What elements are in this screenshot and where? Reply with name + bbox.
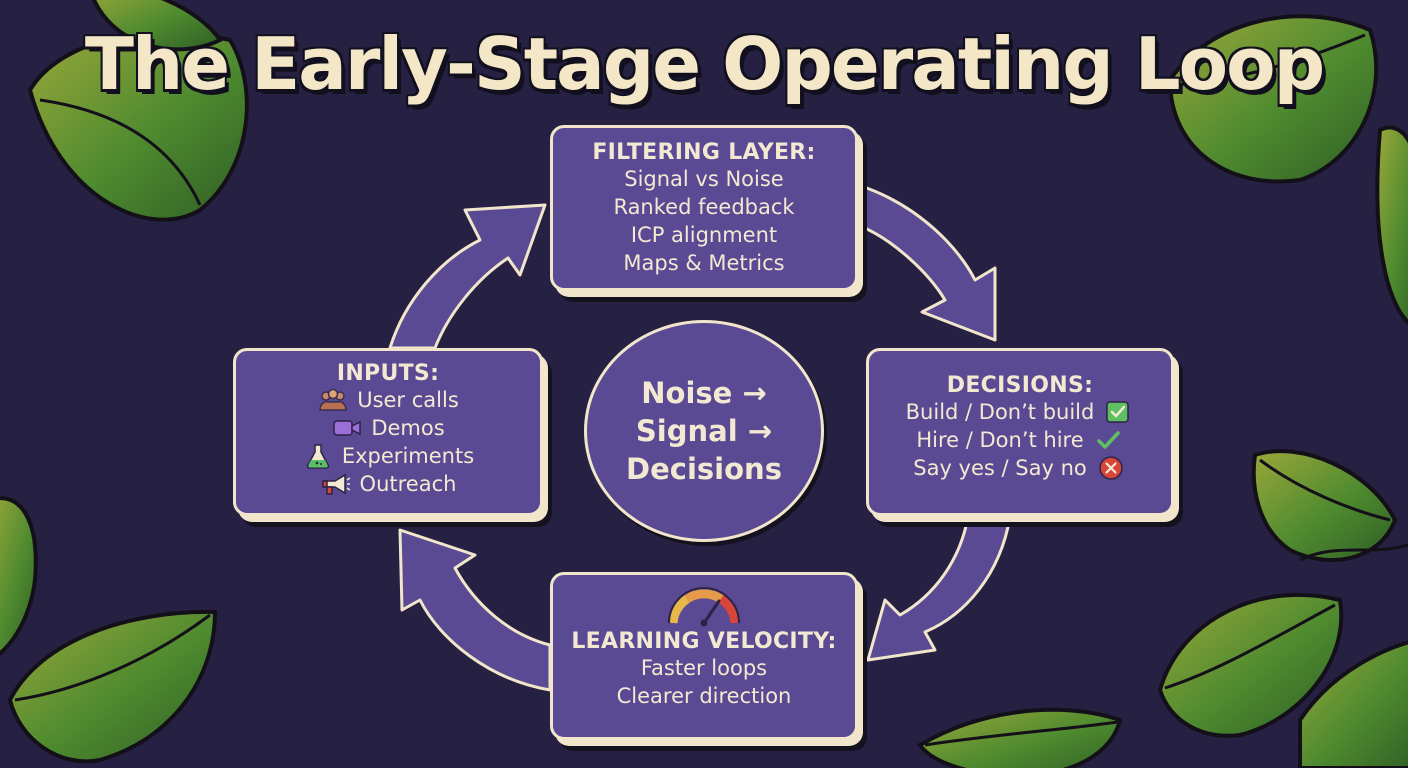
cross-circle-icon xyxy=(1095,455,1127,481)
velocity-item: Faster loops xyxy=(640,656,768,680)
decisions-item: Say yes / Say no xyxy=(869,454,1171,482)
inputs-item: User calls xyxy=(236,386,540,414)
hub-line: Decisions xyxy=(626,452,782,486)
leaf-icon xyxy=(0,496,38,656)
filtering-heading: FILTERING LAYER: xyxy=(592,140,816,165)
leaf-icon xyxy=(1157,592,1344,738)
people-icon xyxy=(317,387,349,413)
video-camera-icon xyxy=(331,415,363,441)
inputs-item-label: User calls xyxy=(357,388,459,412)
page-title: The Early-Stage Operating Loop xyxy=(84,22,1325,106)
inputs-item-label: Outreach xyxy=(359,472,457,496)
arrow-velocity-to-inputs xyxy=(398,528,552,692)
center-hub: Noise → Signal → Decisions xyxy=(584,320,824,542)
leaf-icon xyxy=(91,0,223,52)
inputs-item: Outreach xyxy=(236,470,540,498)
arrow-decisions-to-velocity xyxy=(866,515,1012,662)
filtering-item: Signal vs Noise xyxy=(624,167,784,191)
leaf-icon xyxy=(1167,14,1379,184)
inputs-heading: INPUTS: xyxy=(336,361,440,386)
velocity-heading: LEARNING VELOCITY: xyxy=(571,629,837,654)
hub-line: Noise → xyxy=(641,376,767,410)
filtering-item: Maps & Metrics xyxy=(623,251,785,275)
learning-velocity-box: LEARNING VELOCITY: Faster loops Clearer … xyxy=(550,572,858,740)
checkbox-check-icon xyxy=(1102,399,1134,425)
inputs-item: Demos xyxy=(236,414,540,442)
filtering-layer-box: FILTERING LAYER: Signal vs Noise Ranked … xyxy=(550,125,858,291)
checkmark-icon xyxy=(1092,427,1124,453)
inputs-item-label: Experiments xyxy=(341,444,475,468)
filtering-item: Ranked feedback xyxy=(613,195,795,219)
leaf-icon xyxy=(1298,640,1408,768)
arrow-inputs-to-filter xyxy=(388,203,547,350)
leaf-icon xyxy=(7,609,218,764)
decisions-item-label: Build / Don’t build xyxy=(905,400,1095,424)
decisions-heading: DECISIONS: xyxy=(946,373,1094,398)
flask-icon xyxy=(302,443,334,469)
decisions-box: DECISIONS: Build / Don’t build Hire / Do… xyxy=(866,348,1174,516)
leaf-icon xyxy=(27,30,249,222)
decisions-item: Build / Don’t build xyxy=(869,398,1171,426)
megaphone-icon xyxy=(320,471,352,497)
decisions-item-label: Hire / Don’t hire xyxy=(916,428,1084,452)
arrow-filter-to-decisions xyxy=(856,183,997,342)
leaf-icon xyxy=(917,707,1123,768)
decisions-item: Hire / Don’t hire xyxy=(869,426,1171,454)
decisions-item-label: Say yes / Say no xyxy=(913,456,1087,480)
hub-line: Signal → xyxy=(635,414,773,448)
velocity-item: Clearer direction xyxy=(616,684,792,708)
speedometer-icon xyxy=(553,587,855,629)
inputs-item-label: Demos xyxy=(371,416,445,440)
inputs-item: Experiments xyxy=(236,442,540,470)
filtering-item: ICP alignment xyxy=(630,223,778,247)
inputs-box: INPUTS: User calls Demos xyxy=(233,348,543,516)
leaf-icon xyxy=(1375,125,1408,325)
